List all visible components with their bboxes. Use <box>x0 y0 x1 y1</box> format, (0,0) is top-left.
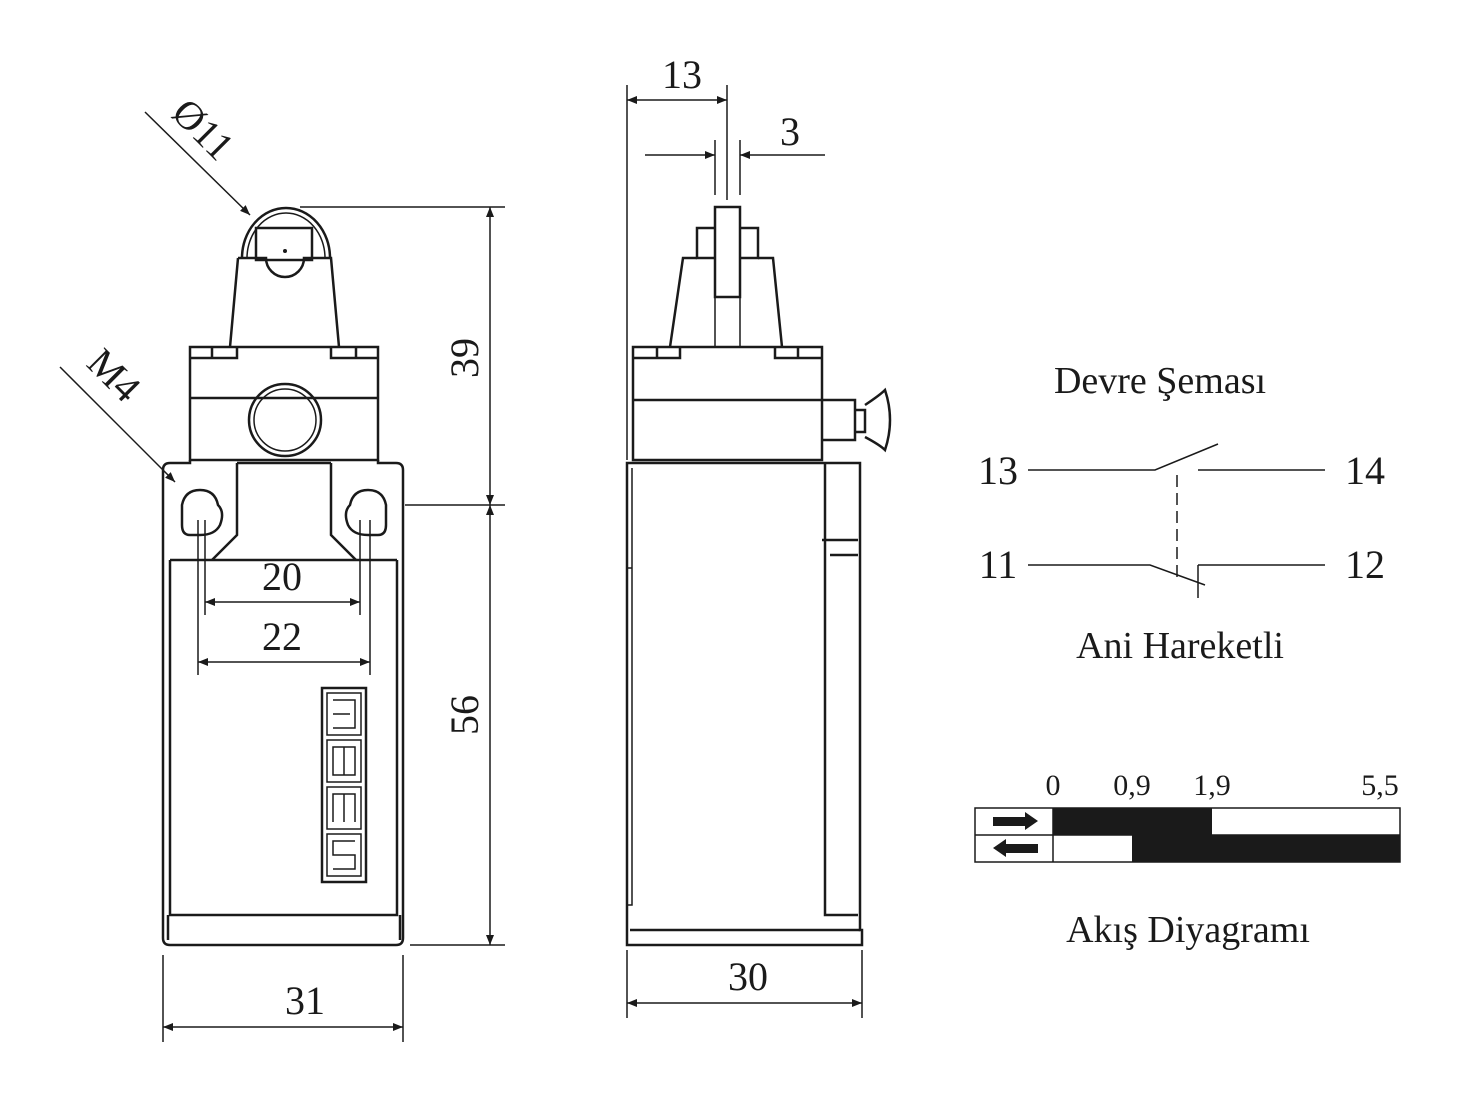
side-view: 13 3 30 <box>625 52 892 1018</box>
circuit-diagram: Devre Şeması 13 14 11 12 Ani Hareketli <box>978 360 1385 667</box>
circuit-title: Devre Şeması <box>1054 360 1266 402</box>
dim-thread: M4 <box>79 340 150 411</box>
terminal-13: 13 <box>978 448 1018 493</box>
arrow-left-icon <box>993 839 1038 857</box>
dim-roller-width: 3 <box>780 109 800 154</box>
flow-title: Akış Diyagramı <box>1066 909 1310 951</box>
dim-height-head: 39 <box>442 338 487 378</box>
no-contact <box>1028 443 1325 471</box>
terminal-12: 12 <box>1345 542 1385 587</box>
flow-bar-return <box>1132 835 1400 862</box>
head-block <box>188 345 380 462</box>
mounting-hole-left <box>180 488 224 537</box>
dim-roller-diameter: Ø11 <box>164 90 243 169</box>
terminal-14: 14 <box>1345 448 1385 493</box>
circuit-caption: Ani Hareketli <box>1076 625 1284 667</box>
dim-width: 31 <box>285 978 325 1023</box>
front-view: Ø11 M4 20 22 31 39 56 <box>59 90 505 1042</box>
flow-tick: 5,5 <box>1361 769 1399 802</box>
dim-offset: 13 <box>662 52 702 97</box>
mounting-hole-right <box>344 488 388 537</box>
switch-body <box>161 460 405 947</box>
dim-height-body: 56 <box>442 695 487 735</box>
flow-bar-forward <box>1053 808 1212 835</box>
dim-hole-spacing-outer: 22 <box>262 614 302 659</box>
actuator-stem <box>228 256 341 348</box>
emas-logo <box>320 686 368 884</box>
dim-hole-spacing-inner: 20 <box>262 554 302 599</box>
dim-depth: 30 <box>728 954 768 999</box>
side-button <box>822 387 892 453</box>
nc-contact <box>1028 564 1325 598</box>
flow-tick: 0 <box>1046 769 1061 802</box>
plunger <box>713 205 742 299</box>
flow-tick: 0,9 <box>1113 769 1151 802</box>
flow-diagram: 0 0,9 1,9 5,5 Akış Diyagramı <box>974 769 1401 951</box>
roller <box>240 206 332 259</box>
terminal-11: 11 <box>979 542 1018 587</box>
arrow-right-icon <box>993 812 1038 830</box>
flow-tick: 1,9 <box>1193 769 1231 802</box>
